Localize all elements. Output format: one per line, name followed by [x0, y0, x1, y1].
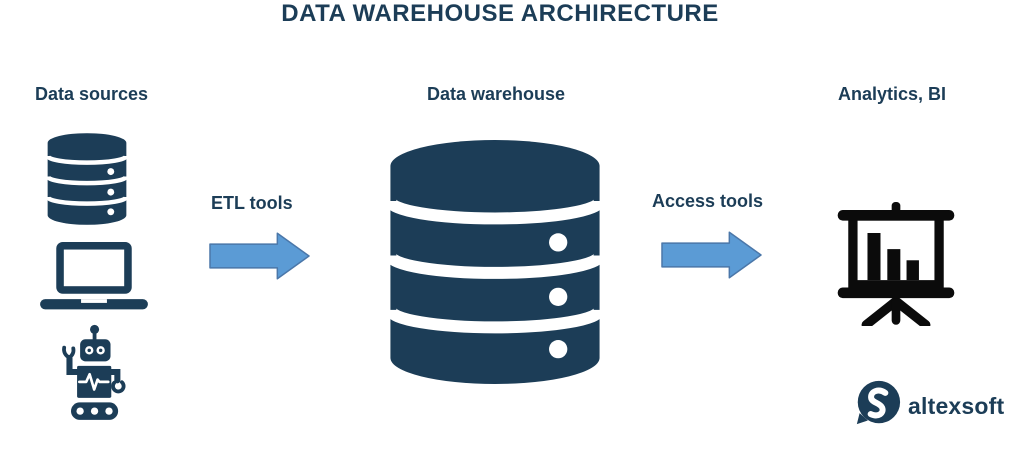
- label-data-warehouse: Data warehouse: [427, 84, 566, 104]
- etl-right-arrow-icon: [209, 232, 310, 280]
- altexsoft-logo-mark-icon: [856, 380, 901, 425]
- label-data-sources: Data sources: [35, 84, 149, 104]
- presentation-bar-chart-icon: [837, 202, 955, 326]
- robot-icon: [62, 324, 126, 420]
- laptop-icon: [40, 242, 148, 310]
- diagram-title: DATA WAREHOUSE ARCHIRECTURE: [281, 0, 719, 27]
- etl-tools-label: ETL tools: [211, 193, 293, 213]
- altexsoft-logo-text: altexsoft: [908, 393, 1005, 419]
- access-right-arrow-icon: [661, 231, 762, 279]
- access-tools-label: Access tools: [652, 191, 764, 211]
- label-analytics-bi: Analytics, BI: [838, 84, 947, 104]
- database-icon: [46, 133, 128, 225]
- altexsoft-logo: altexsoft: [855, 380, 1015, 430]
- database-cylinder-icon: [386, 140, 604, 384]
